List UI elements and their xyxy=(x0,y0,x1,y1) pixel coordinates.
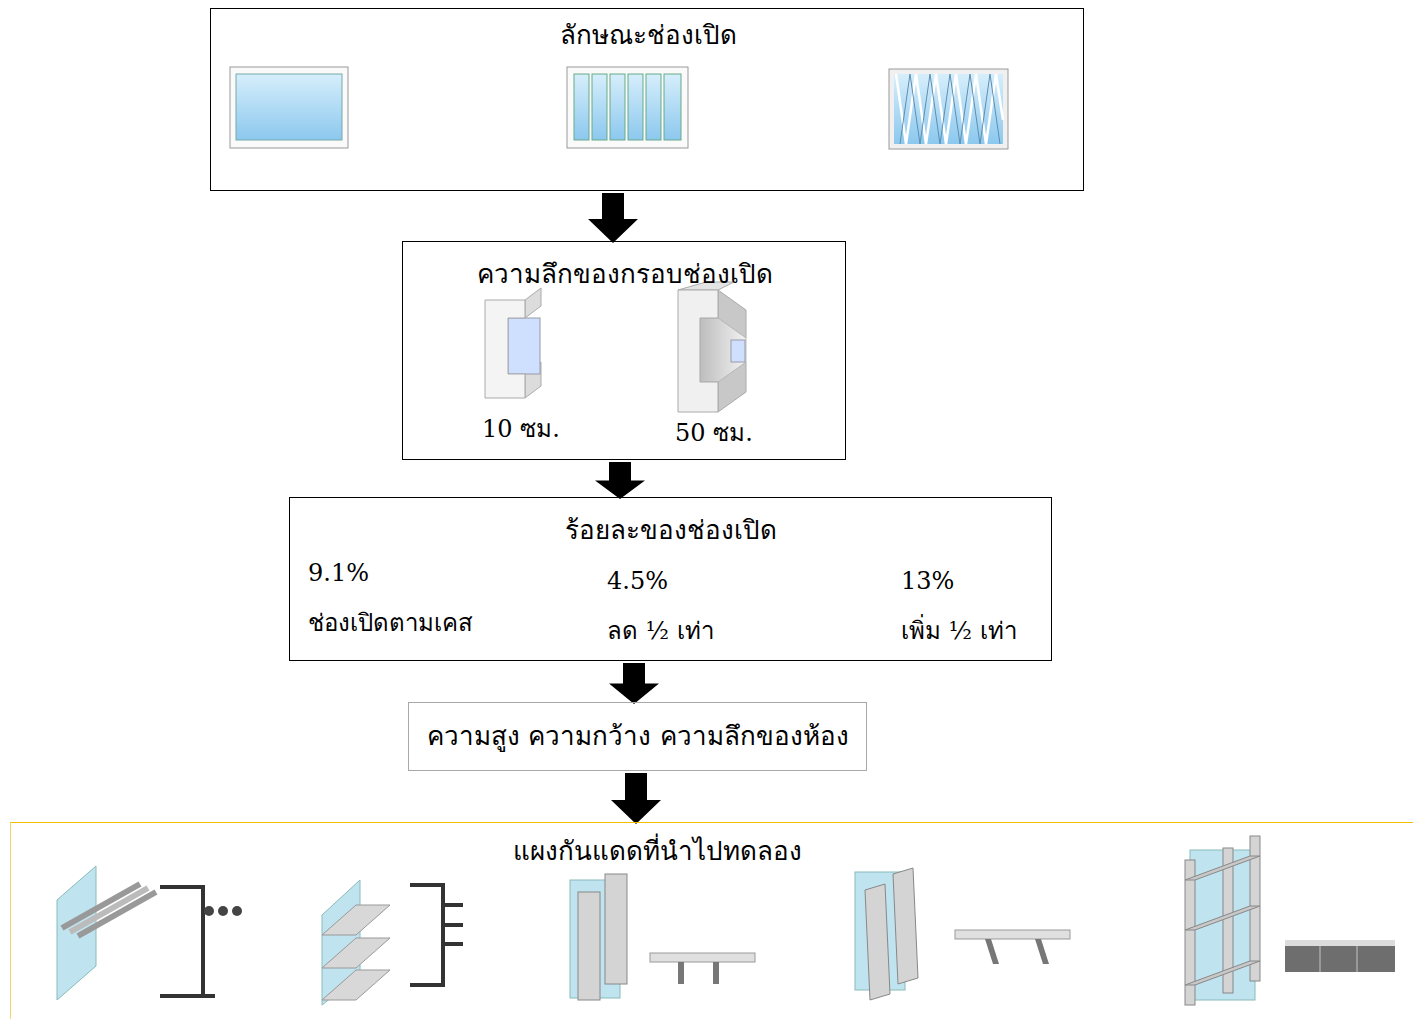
frame-depth-50 xyxy=(678,282,746,412)
box-value: 50 ซม. xyxy=(675,418,753,448)
box-heading: ลักษณะช่องเปิด xyxy=(560,19,737,52)
box-value: 13% xyxy=(901,566,954,596)
group-band: แผงกันแดดที่นำไปทดลอง xyxy=(10,822,1413,1019)
louver-window xyxy=(567,67,688,148)
box-value: ลด ½ เท่า xyxy=(607,616,714,646)
horizontal-tubes-shade xyxy=(57,866,242,1000)
process-box: ความลึกของกรอบช่องเปิด 10 ซม. 50 ซม. xyxy=(402,241,846,460)
box-heading: ความลึกของกรอบช่องเปิด xyxy=(477,258,773,291)
box-value: 4.5% xyxy=(607,566,668,596)
fixed-window xyxy=(230,67,348,148)
box-value: 10 ซม. xyxy=(482,414,560,444)
flow-arrow xyxy=(588,193,638,243)
flow-arrow xyxy=(609,663,659,704)
egg-crate-shade xyxy=(1185,836,1395,1005)
vertical-fin-shade xyxy=(570,874,755,1000)
flow-arrow xyxy=(611,773,661,824)
frame-depth-10 xyxy=(485,288,541,398)
process-box: ลักษณะช่องเปิด xyxy=(210,8,1084,191)
pivot-window xyxy=(889,69,1008,149)
angled-fin-shade xyxy=(855,868,1070,1000)
box-value: เพิ่ม ½ เท่า xyxy=(901,616,1017,646)
box-heading: แผงกันแดดที่นำไปทดลอง xyxy=(513,835,802,868)
box-value: 9.1% xyxy=(308,558,369,588)
box-value: ช่องเปิดตามเคส xyxy=(308,608,473,638)
flow-arrow xyxy=(595,462,645,499)
box-heading: ร้อยละของช่องเปิด xyxy=(565,514,777,547)
horizontal-shelf-shade xyxy=(322,880,463,1005)
process-box: ความสูง ความกว้าง ความลึกของห้อง xyxy=(408,702,867,771)
box-heading: ความสูง ความกว้าง ความลึกของห้อง xyxy=(427,720,849,753)
process-box: ร้อยละของช่องเปิด 9.1% ช่องเปิดตามเคส 4.5% ล… xyxy=(289,497,1052,661)
